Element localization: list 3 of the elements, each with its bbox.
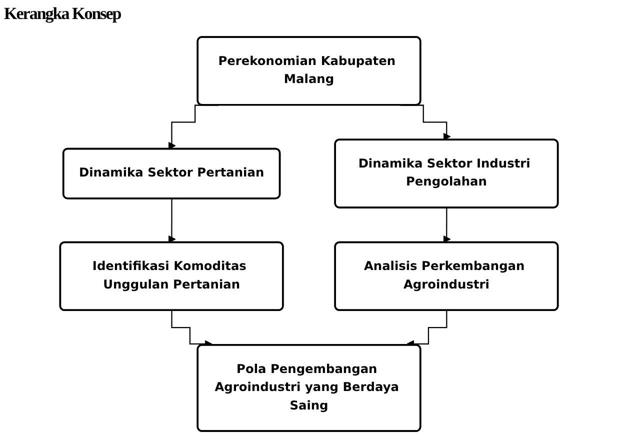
arrow — [442, 207, 451, 244]
arrow — [168, 198, 176, 244]
diagram-title: Kerangka Konsep — [4, 4, 121, 24]
